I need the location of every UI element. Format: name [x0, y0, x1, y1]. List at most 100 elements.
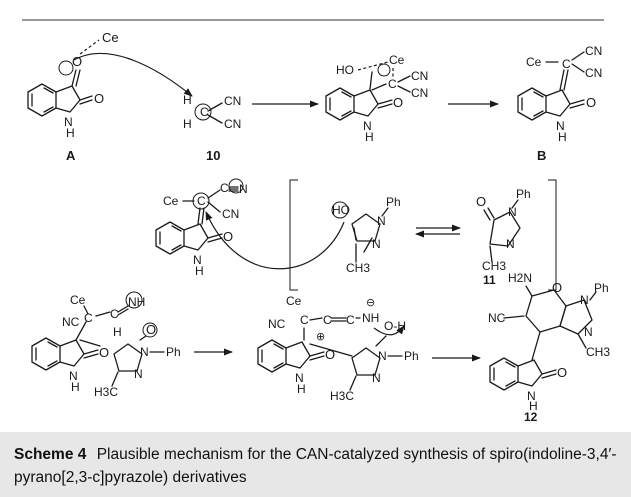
atom-h: H	[195, 264, 204, 278]
atom-ce: Ce	[70, 293, 86, 307]
atom-c: C	[346, 313, 355, 327]
intermediate-1: O N H HO Ce C CN CN	[325, 53, 428, 144]
atom-ph: Ph	[516, 187, 531, 201]
atom-o: O	[94, 91, 104, 106]
atom-o: O	[99, 345, 109, 360]
intermediate-cyclization: O N H Ce NC C C C ⊕ ⊖ NH O-H N N Ph H3C	[257, 294, 419, 403]
atom-o: O	[476, 194, 486, 209]
atom-nc: NC	[488, 311, 506, 325]
curved-arrow-3	[373, 325, 405, 336]
atom-c: C	[84, 311, 93, 325]
atom-nc: NC	[268, 317, 286, 331]
atom-ch3: CH3	[346, 261, 370, 275]
atom-ce: Ce	[102, 30, 119, 45]
atom-nh: N	[64, 115, 73, 129]
atom-o: O	[223, 229, 233, 244]
atom-n: N	[134, 367, 143, 381]
intermediate-michael-adduct: O N H C Ce NC C NH H O N N Ph H3C	[31, 291, 181, 399]
atom-o: O	[557, 365, 567, 380]
atom-cn: CN	[585, 44, 602, 58]
atom-h: H	[66, 126, 75, 140]
compound-11: O N N Ph CH3 11	[476, 187, 531, 287]
atom-nh: NH	[362, 311, 379, 325]
intermediate-b-reacting: O N H C Ce C N CN	[155, 178, 248, 278]
atom-n: N	[508, 205, 517, 219]
atom-nh: NH	[128, 295, 145, 309]
atom-c: C	[220, 181, 229, 195]
atom-h2n: H2N	[508, 271, 532, 285]
caption-text: Plausible mechanism for the CAN-catalyze…	[14, 446, 617, 486]
atom-nh: N	[193, 253, 202, 267]
atom-cn: CN	[224, 117, 241, 131]
atom-ce: Ce	[286, 294, 302, 308]
atom-n: N	[580, 293, 589, 307]
atom-n: N	[378, 349, 387, 363]
charge-minus: ⊖	[366, 297, 375, 309]
curved-arrow-1	[73, 52, 193, 97]
atom-nh: N	[556, 119, 565, 133]
reaction-scheme: O O Ce N H A H H C CN CN 10 O N H HO Ce …	[22, 19, 610, 424]
atom-n: N	[239, 182, 248, 196]
atom-c: C	[562, 57, 571, 71]
atom-cn: CN	[224, 94, 241, 108]
atom-n: N	[372, 371, 381, 385]
atom-c: C	[200, 105, 209, 119]
atom-h: H	[71, 380, 80, 394]
atom-h: H	[183, 93, 192, 107]
compound-b: O N H C Ce CN CN B	[517, 44, 602, 163]
label-11: 11	[483, 273, 496, 287]
atom-ph: Ph	[594, 281, 609, 295]
atom-n: N	[377, 214, 386, 228]
atom-o: O	[393, 95, 403, 110]
atom-cn: CN	[411, 86, 428, 100]
label-a: A	[66, 148, 76, 163]
atom-c: C	[197, 194, 206, 208]
atom-nh: N	[527, 389, 536, 403]
compound-12: H2N O NC N N Ph CH3 O N H 12	[488, 271, 610, 424]
atom-o: O	[586, 95, 596, 110]
atom-n: N	[140, 345, 149, 359]
atom-n: N	[372, 237, 381, 251]
pyrazolone-enol: HO N N Ph CH3	[331, 195, 401, 275]
label-10: 10	[206, 148, 220, 163]
atom-ho: HO	[332, 203, 350, 217]
atom-nc: NC	[62, 315, 80, 329]
atom-ch3: CH3	[482, 259, 506, 273]
label-12: 12	[524, 410, 538, 424]
atom-ph: Ph	[386, 195, 401, 209]
atom-c: C	[300, 313, 309, 327]
atom-h: H	[529, 399, 538, 413]
atom-o: O	[325, 347, 335, 362]
atom-h: H	[365, 130, 374, 144]
atom-ce: Ce	[389, 53, 405, 67]
bracket-right	[548, 179, 557, 291]
atom-h: H	[297, 382, 306, 396]
charge-plus: ⊕	[316, 331, 325, 343]
atom-oh: O-H	[384, 319, 406, 333]
atom-cn: CN	[222, 207, 239, 221]
atom-o: O	[552, 280, 562, 295]
atom-ch3: CH3	[586, 345, 610, 359]
compound-10: H H C CN CN 10	[183, 93, 241, 163]
atom-o: O	[72, 54, 82, 69]
atom-nh: N	[295, 371, 304, 385]
atom-n: N	[506, 237, 515, 251]
atom-h: H	[558, 130, 567, 144]
bracket-left	[289, 179, 298, 291]
atom-ce: Ce	[526, 55, 542, 69]
atom-cn: CN	[585, 66, 602, 80]
atom-n: N	[584, 325, 593, 339]
atom-c: C	[323, 313, 332, 327]
compound-a: O O Ce N H A	[27, 30, 119, 163]
atom-h3c: H3C	[94, 385, 118, 399]
atom-h: H	[113, 325, 122, 339]
scheme-caption: Scheme 4 Plausible mechanism for the CAN…	[0, 432, 631, 497]
atom-h: H	[183, 117, 192, 131]
atom-ce: Ce	[163, 194, 179, 208]
atom-nh: N	[363, 119, 372, 133]
atom-c: C	[388, 77, 397, 91]
atom-h3c: H3C	[330, 389, 354, 403]
atom-cn: CN	[411, 69, 428, 83]
curved-arrow-2	[205, 211, 345, 270]
